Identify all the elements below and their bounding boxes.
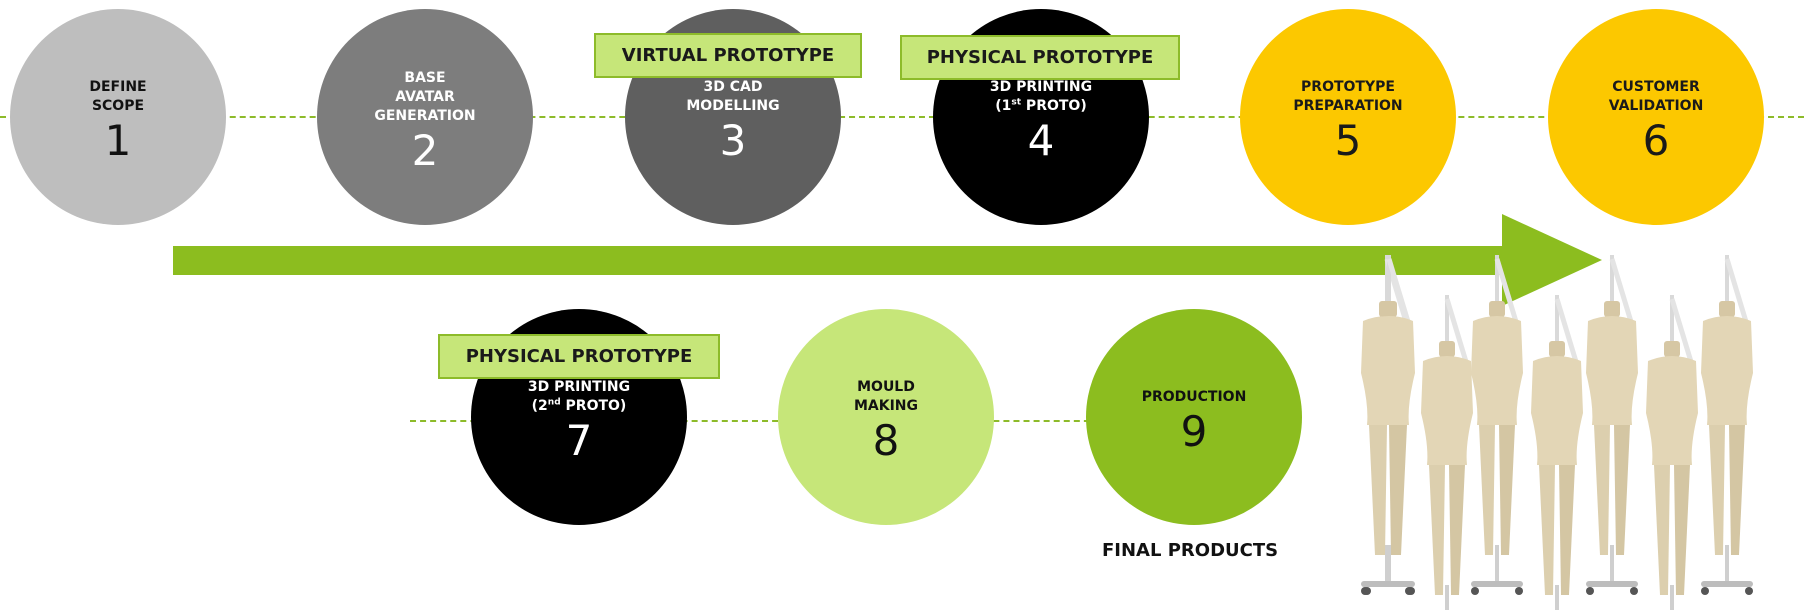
step-number: 4	[1027, 116, 1055, 165]
step-8-mould-making: MOULD MAKING 8	[778, 309, 994, 525]
step-number: 7	[565, 416, 593, 465]
step-2-base-avatar: BASE AVATAR GENERATION 2	[317, 9, 533, 225]
step-6-customer-validation: CUSTOMER VALIDATION 6	[1548, 9, 1764, 225]
step-number: 1	[104, 116, 132, 165]
step-9-production: PRODUCTION 9	[1086, 309, 1302, 525]
step-label: 3D PRINTING (2nd PROTO)	[527, 379, 631, 414]
step-1-define-scope: DEFINE SCOPE 1	[10, 9, 226, 225]
step-number: 8	[872, 416, 900, 465]
final-products-label: FINAL PRODUCTS	[1102, 540, 1279, 561]
connector-line-top	[0, 116, 1804, 118]
step-number: 2	[411, 125, 439, 175]
step-label: BASE AVATAR GENERATION	[374, 69, 476, 124]
step-label: CUSTOMER VALIDATION	[1608, 79, 1704, 114]
step-number: 5	[1334, 116, 1362, 165]
mannequins-photo	[1355, 255, 1800, 610]
step-label: 3D CAD MODELLING	[686, 79, 780, 114]
step-label: PRODUCTION	[1141, 388, 1247, 405]
physical-prototype-tag-top: PHYSICAL PROTOTYPE	[900, 35, 1180, 80]
step-label: 3D PRINTING (1st PROTO)	[989, 79, 1093, 114]
connector-line-bottom	[410, 420, 1110, 422]
step-label: MOULD MAKING	[853, 379, 919, 414]
step-label: DEFINE SCOPE	[89, 79, 147, 114]
process-arrow	[173, 214, 1602, 305]
step-number: 9	[1180, 406, 1208, 456]
physical-prototype-tag-bottom: PHYSICAL PROTOTYPE	[438, 334, 720, 379]
step-number: 6	[1642, 116, 1670, 165]
step-5-prototype-preparation: PROTOTYPE PREPARATION 5	[1240, 9, 1456, 225]
step-label: PROTOTYPE PREPARATION	[1293, 79, 1403, 114]
step-number: 3	[719, 116, 747, 165]
virtual-prototype-tag: VIRTUAL PROTOTYPE	[594, 33, 862, 78]
